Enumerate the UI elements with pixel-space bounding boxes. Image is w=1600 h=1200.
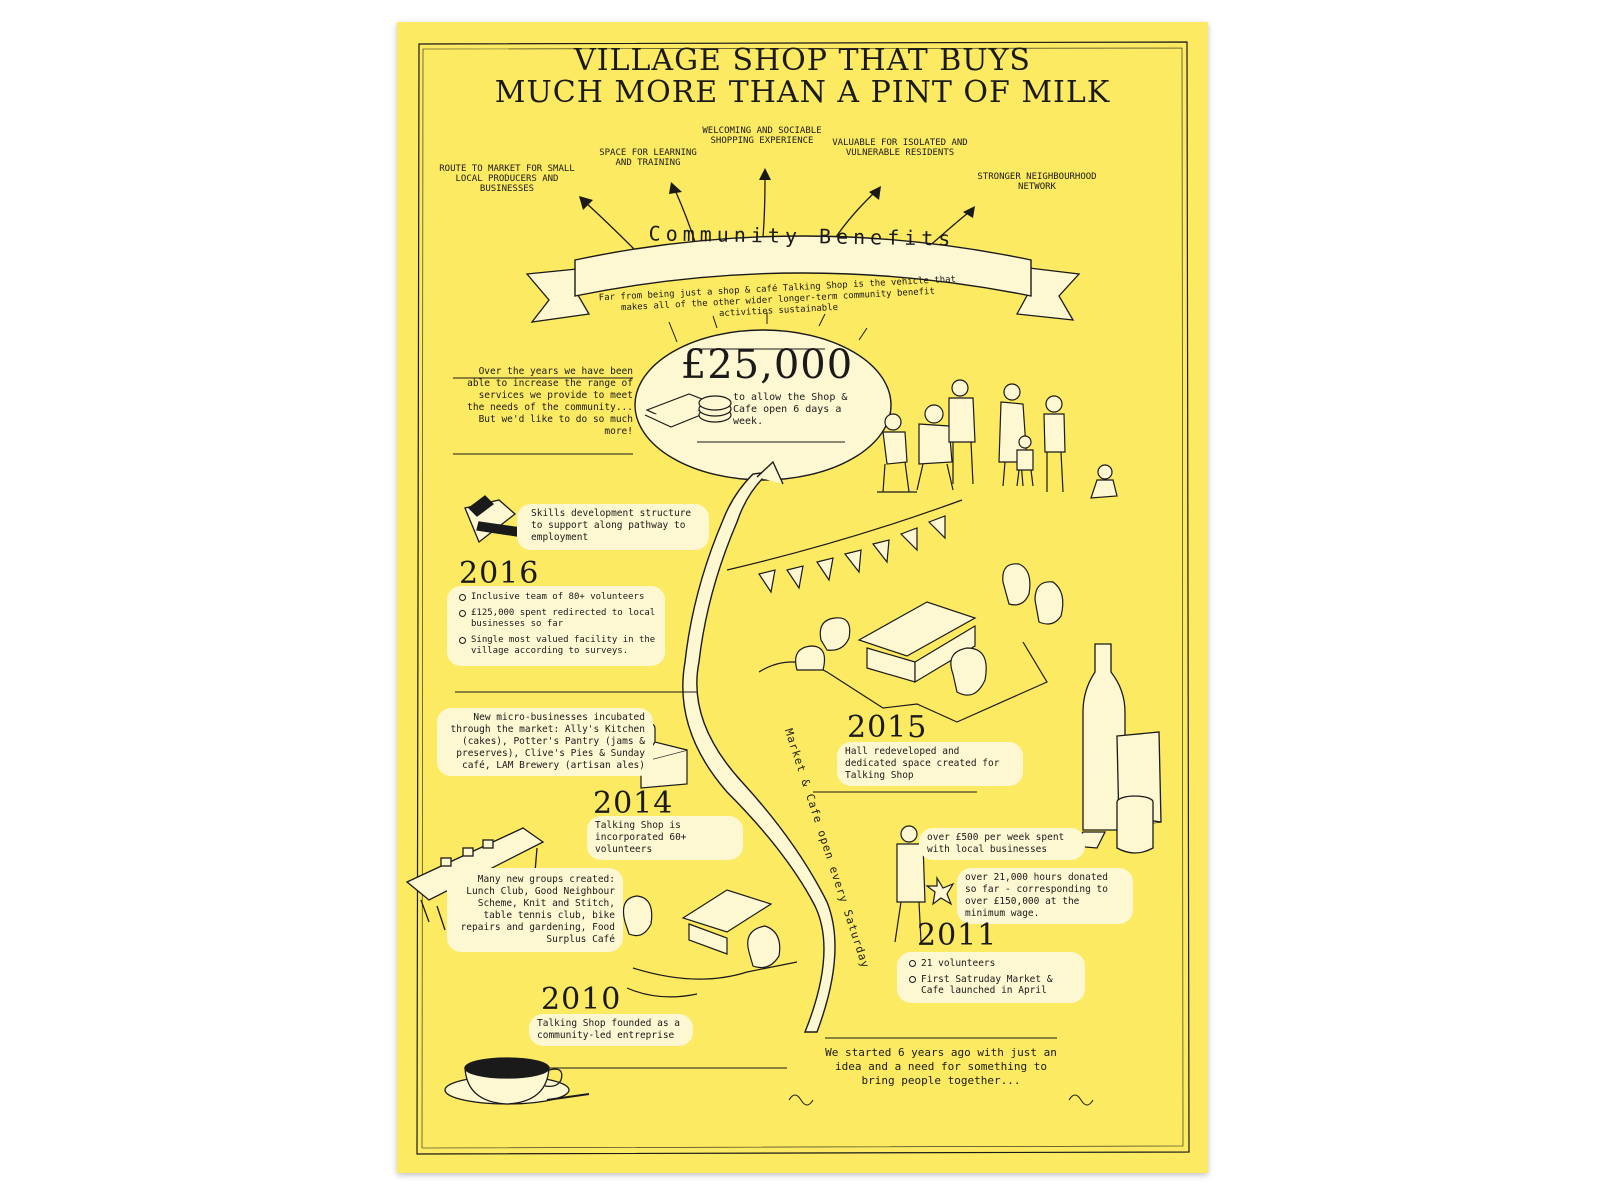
woman-drawing: [894, 825, 955, 943]
table-drawing: [405, 827, 545, 931]
arrow-heads: [579, 168, 975, 218]
goal-text: to allow the Shop & Cafe open 6 days a w…: [733, 392, 848, 427]
poster: VILLAGE SHOP THAT BUYS MUCH MORE THAN A …: [397, 22, 1208, 1173]
poster-border-inner: [421, 47, 1184, 1149]
intro-note: Over the years we have been able to incr…: [467, 366, 633, 437]
item-2016-volunteers: Inclusive team of 80+ volunteers: [457, 592, 657, 603]
panel-2011: 21 volunteers First Satruday Market & Ca…: [897, 952, 1085, 1003]
benefit-neighbourhood-network: STRONGER NEIGHBOURHOOD NETWORK: [977, 172, 1097, 192]
page-title-line-1: VILLAGE SHOP THAT BUYS: [574, 43, 1031, 78]
goal-amount: £25,000: [680, 342, 854, 388]
year-2014: 2014: [593, 786, 674, 821]
text-2015: Hall redeveloped and dedicated space cre…: [837, 742, 1023, 786]
benefit-learning-space: SPACE FOR LEARNING AND TRAINING: [599, 148, 697, 168]
page-title-line-2: MUCH MORE THAN A PINT OF MILK: [494, 75, 1111, 110]
benefit-route-to-market: ROUTE TO MARKET FOR SMALL LOCAL PRODUCER…: [439, 164, 575, 194]
text-2010: Talking Shop founded as a community-led …: [529, 1014, 693, 1046]
money-drawing: [644, 393, 732, 428]
village-drawing: [622, 889, 798, 998]
item-2016-valued: Single most valued facility in the villa…: [457, 635, 657, 657]
year-2015: 2015: [847, 710, 928, 745]
rules: [453, 377, 1094, 1106]
hall-drawing: [758, 563, 1064, 723]
pathway: [682, 471, 836, 1033]
people-drawing: [877, 379, 1118, 499]
panel-2016: Inclusive team of 80+ volunteers £125,00…: [447, 586, 665, 666]
microbusiness-note: New micro-businesses incubated through t…: [437, 708, 653, 776]
teacup-drawing: [444, 1057, 590, 1105]
pathway-tip: [756, 460, 784, 485]
community-benefits-banner: [525, 235, 1081, 323]
closing-note: We started 6 years ago with just an idea…: [825, 1046, 1057, 1087]
year-2010: 2010: [541, 982, 622, 1017]
hours-note: over 21,000 hours donated so far - corre…: [957, 868, 1133, 924]
illustration-layer: [405, 41, 1190, 1155]
groceries-drawing: [1071, 643, 1162, 854]
benefit-sociable-shopping: WELCOMING AND SOCIABLE SHOPPING EXPERIEN…: [702, 126, 822, 146]
item-2016-spend: £125,000 spent redirected to local busin…: [457, 608, 657, 630]
groups-note: Many new groups created: Lunch Club, Goo…: [447, 868, 623, 952]
bunting: [726, 499, 963, 594]
spent-note: over £500 per week spent with local busi…: [919, 828, 1085, 860]
poster-border: [416, 41, 1190, 1155]
benefit-isolated-residents: VALUABLE FOR ISOLATED AND VULNERABLE RES…: [832, 138, 968, 158]
item-2011-volunteers: 21 volunteers: [907, 958, 1077, 969]
item-2011-market: First Satruday Market & Cafe launched in…: [907, 974, 1077, 996]
oval-rays: [668, 312, 868, 343]
text-2014: Talking Shop is incorporated 60+ volunte…: [587, 816, 743, 860]
skills-note: Skills development structure to support …: [517, 504, 709, 550]
year-2016: 2016: [459, 556, 540, 591]
year-2011: 2011: [917, 918, 998, 953]
tools-drawing: [464, 495, 522, 544]
